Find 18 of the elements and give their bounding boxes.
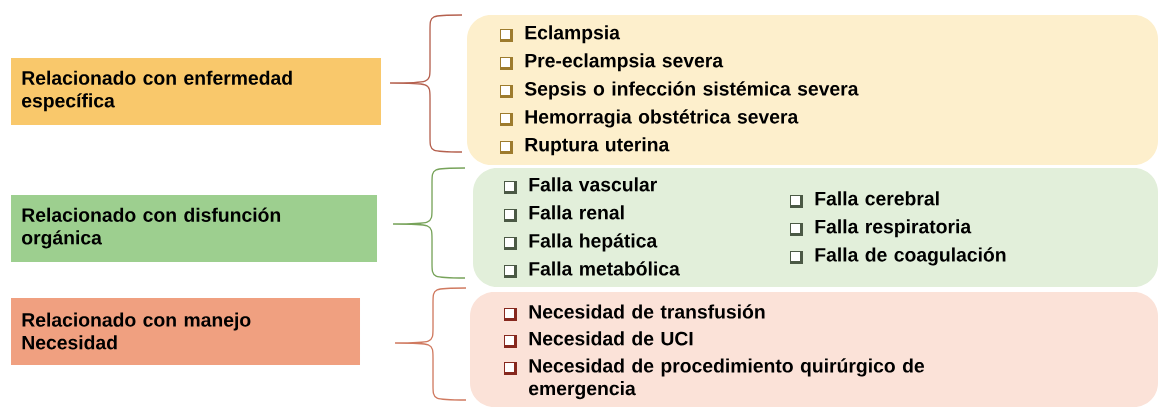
list-item: Eclampsia: [525, 25, 621, 44]
list-item: Necesidad de procedimiento quirúrgico de emergencia: [529, 358, 925, 400]
list-item: Falla hepática: [529, 233, 658, 252]
category-box: Relacionado con disfunción orgánica: [11, 195, 377, 262]
list-item: Falla respiratoria: [815, 219, 972, 238]
category-box: Relacionado con manejo Necesidad: [11, 298, 360, 365]
list-item: Falla de coagulación: [815, 247, 1006, 266]
list-item: Necesidad de UCI: [529, 331, 693, 346]
list-item: Sepsis o infección sistémica severa: [524, 81, 859, 100]
list-item: Necesidad de transfusión: [529, 304, 765, 319]
list-item: Ruptura uterina: [525, 137, 670, 156]
list-item: Hemorragia obstétrica severa: [525, 109, 799, 128]
list-item: Falla cerebral: [815, 191, 939, 206]
list-item: Falla metabólica: [529, 261, 680, 276]
category-box: Relacionado con enfermedad específica: [11, 58, 381, 125]
list-item: Falla vascular: [529, 177, 657, 192]
list-item: Falla renal: [529, 205, 624, 220]
list-item: Pre-eclampsia severa: [525, 53, 724, 72]
